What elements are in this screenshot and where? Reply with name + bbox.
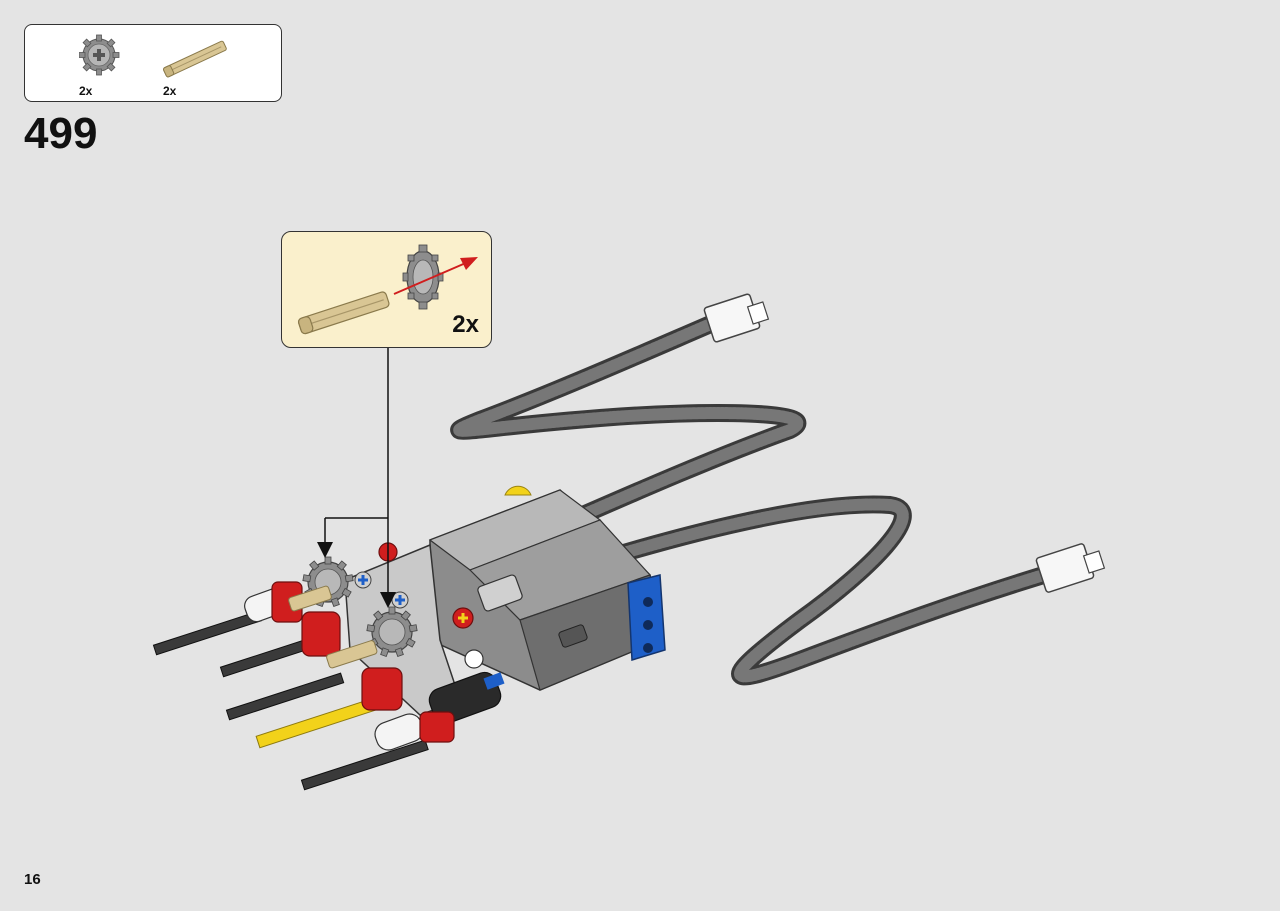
callout-quantity: 2x — [452, 311, 479, 338]
axles — [152, 610, 429, 791]
parts-list-item-gear: 2x — [79, 33, 139, 98]
parts-list-box: 2x 2x — [24, 24, 282, 102]
parts-list-qty: 2x — [163, 84, 177, 98]
placement-arrows — [317, 348, 396, 608]
page-number: 16 — [24, 871, 41, 888]
parts-list-item-axle: 2x — [163, 33, 227, 98]
blue-cross-pins — [354, 571, 409, 609]
upper-cable — [450, 311, 807, 534]
axle-icon — [163, 40, 227, 78]
lower-cable — [591, 495, 1069, 686]
installed-axle-2 — [326, 640, 378, 669]
step-number: 499 — [24, 109, 98, 158]
callout-gear-icon — [402, 244, 444, 310]
connectors — [244, 581, 455, 751]
gear-icon — [79, 34, 120, 76]
installed-axle-1 — [288, 585, 332, 612]
sub-assembly-callout: 2x — [281, 231, 492, 348]
installed-gear-2 — [366, 606, 418, 658]
upper-cable-connector — [703, 293, 770, 343]
lower-cable-connector — [1035, 543, 1106, 593]
sub-assembly-illustration — [297, 244, 478, 335]
motor-assembly — [428, 485, 666, 691]
callout-insert-arrow — [393, 257, 478, 295]
callout-axle-icon — [297, 291, 390, 335]
parts-list-qty: 2x — [79, 84, 93, 98]
